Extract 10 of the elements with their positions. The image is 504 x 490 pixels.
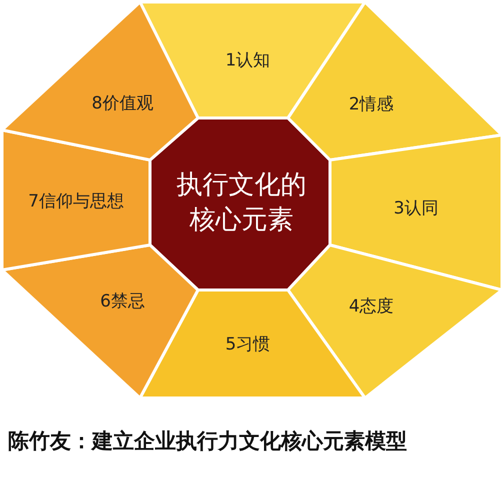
segment-label: 1认知 — [225, 50, 270, 72]
segment-label: 6禁忌 — [100, 290, 145, 312]
caption: 陈竹友：建立企业执行力文化核心元素模型 — [8, 428, 407, 455]
center-title: 执行文化的核心元素 — [176, 169, 308, 238]
segment-label: 7信仰与思想 — [28, 190, 124, 213]
segment-label: 5习惯 — [225, 334, 270, 356]
segment-label: 3认同 — [394, 197, 438, 219]
segment-label: 8价值观 — [92, 92, 154, 114]
segment-label: 2情感 — [348, 93, 394, 116]
segment-label: 4态度 — [348, 295, 394, 318]
